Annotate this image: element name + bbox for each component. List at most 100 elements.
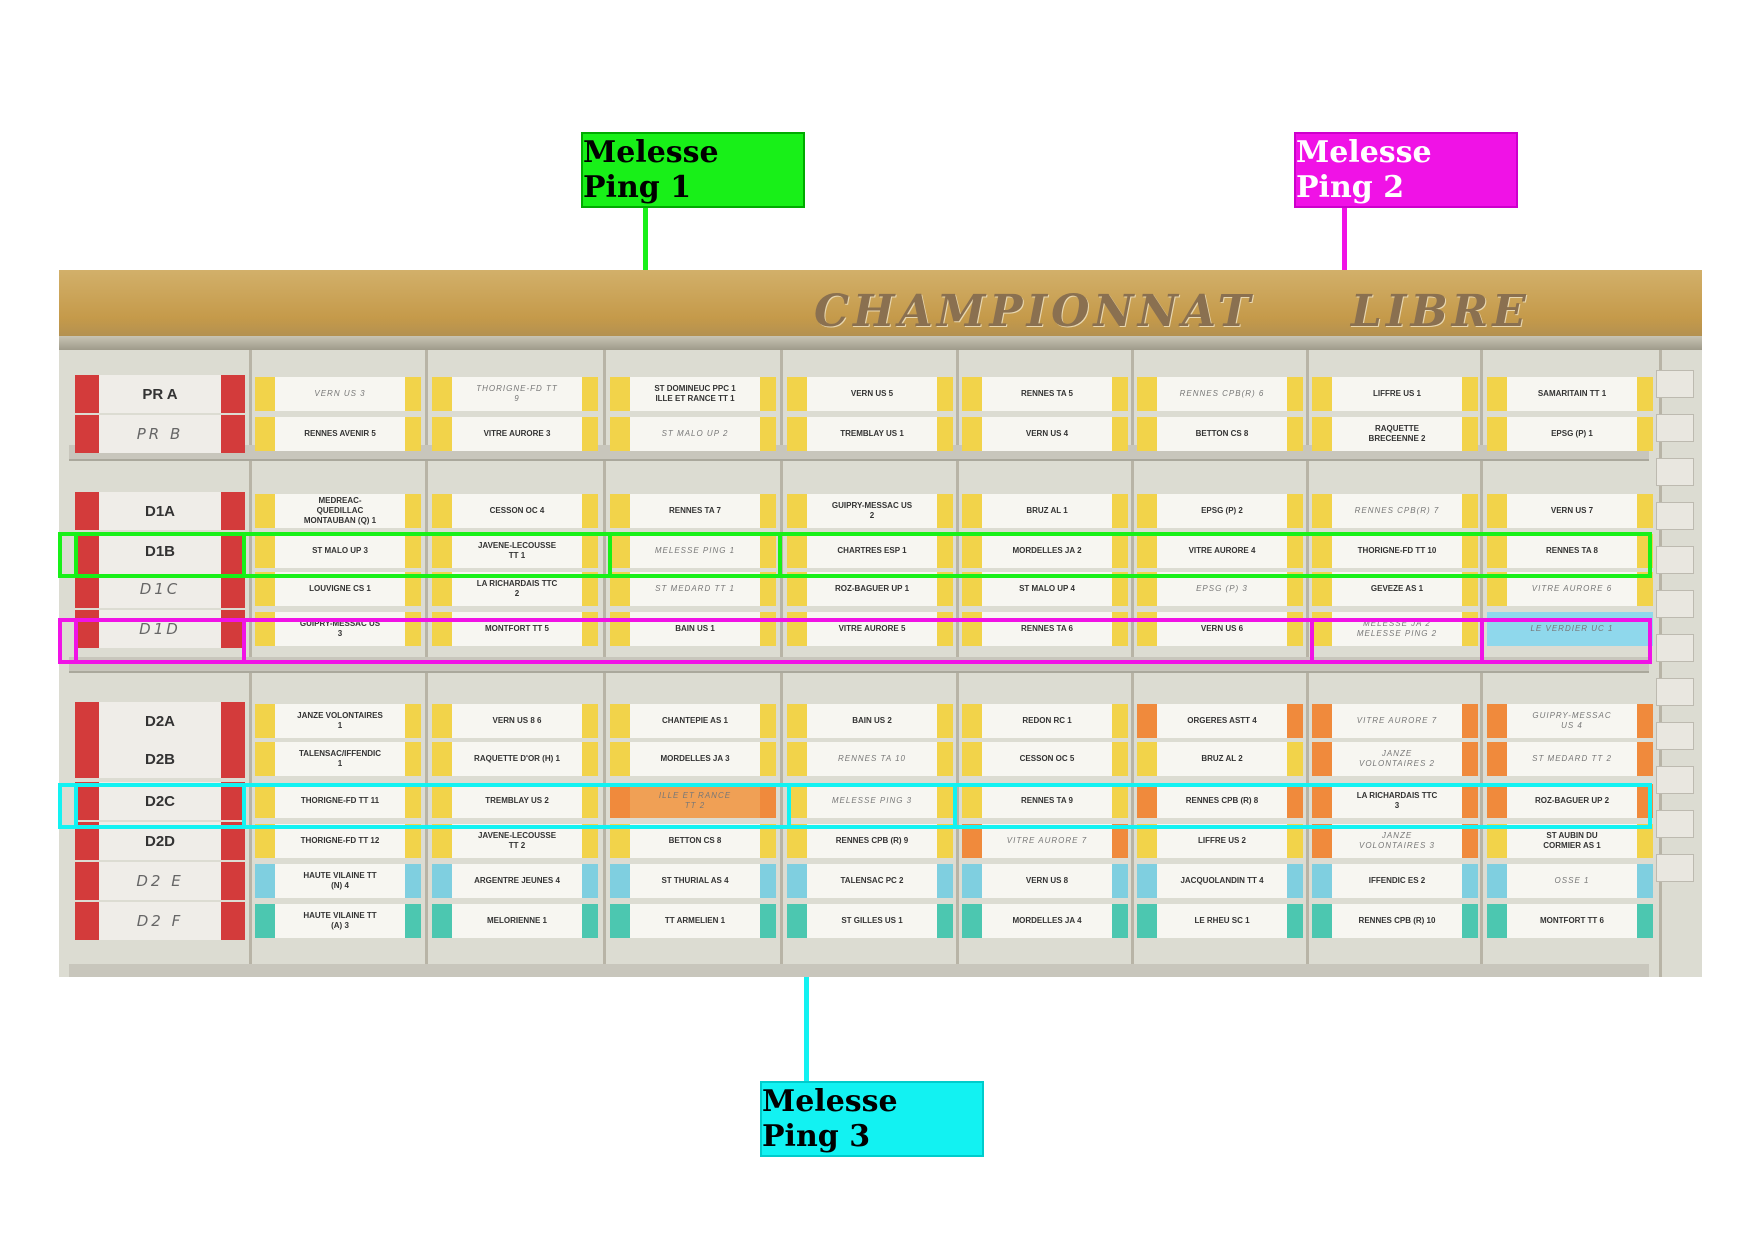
highlight-row-d1b (58, 532, 1652, 578)
team-slip: RENNES CPB(R) 6 (1137, 377, 1303, 411)
team-slip: MORDELLES JA 2 (962, 534, 1128, 568)
team-slip: RENNES CPB (R) 8 (1137, 784, 1303, 818)
team-slip: ARGENTRE JEUNES 4 (432, 864, 598, 898)
board-header: CHAMPIONNAT LIBRE (59, 270, 1702, 350)
team-slip: GUIPRY-MESSAC US 2 (787, 494, 953, 528)
side-tab (1656, 370, 1694, 398)
division-card: PR B (75, 415, 245, 453)
team-slip: ST MEDARD TT 2 (1487, 742, 1653, 776)
highlight-melesse-ping-1 (608, 532, 782, 578)
team-slip: VITRE AURORE 4 (1137, 534, 1303, 568)
team-slip: MELESSE PING 1 (610, 534, 776, 568)
team-slip: VERN US 6 (1137, 612, 1303, 646)
division-card: D1A (75, 492, 245, 530)
team-slip: ST MALO UP 2 (610, 417, 776, 451)
side-tab (1656, 458, 1694, 486)
division-card: D1D (75, 610, 245, 648)
side-tab (1656, 634, 1694, 662)
team-slip: MORDELLES JA 3 (610, 742, 776, 776)
division-card: D2A (75, 702, 245, 740)
team-slip: RENNES CPB(R) 7 (1312, 494, 1478, 528)
team-slip: RAQUETTE BRECEENNE 2 (1312, 417, 1478, 451)
team-slip: JAVENE-LECOUSSE TT 2 (432, 824, 598, 858)
team-slip: LIFFRE US 2 (1137, 824, 1303, 858)
team-slip: BRUZ AL 2 (1137, 742, 1303, 776)
team-slip: ROZ-BAGUER UP 2 (1487, 784, 1653, 818)
team-slip: EPSG (P) 2 (1137, 494, 1303, 528)
division-card: D1B (75, 532, 245, 570)
division-card: D2C (75, 782, 245, 820)
highlight-card-d1d (74, 618, 246, 664)
division-card: D2 F (75, 902, 245, 940)
team-slip: RENNES CPB (R) 10 (1312, 904, 1478, 938)
team-slip: IFFENDIC ES 2 (1312, 864, 1478, 898)
team-slip: ST AUBIN DU CORMIER AS 1 (1487, 824, 1653, 858)
team-slip: TREMBLAY US 2 (432, 784, 598, 818)
team-slip: ST THURIAL AS 4 (610, 864, 776, 898)
team-slip: JANZE VOLONTAIRES 1 (255, 704, 421, 738)
team-slip: VITRE AURORE 3 (432, 417, 598, 451)
team-slip: RENNES CPB (R) 9 (787, 824, 953, 858)
division-card: PR A (75, 375, 245, 413)
team-slip: ORGERES ASTT 4 (1137, 704, 1303, 738)
shelf (69, 964, 1649, 977)
team-slip: GUIPRY-MESSAC US 4 (1487, 704, 1653, 738)
team-slip: THORIGNE-FD TT 11 (255, 784, 421, 818)
callout-melesse-ping-1: Melesse Ping 1 (581, 132, 805, 208)
team-slip: TT ARMELIEN 1 (610, 904, 776, 938)
team-slip: ST DOMINEUC PPC 1 ILLE ET RANCE TT 1 (610, 377, 776, 411)
team-slip: MELESSE JA 2 MELESSE PING 2 (1312, 612, 1478, 646)
side-tab (1656, 546, 1694, 574)
team-slip: TALENSAC/IFFENDIC 1 (255, 742, 421, 776)
team-slip: VERN US 8 (962, 864, 1128, 898)
team-slip: THORIGNE-FD TT 9 (432, 377, 598, 411)
highlight-melesse-ping-3 (787, 783, 957, 829)
column-separator (1659, 350, 1662, 977)
team-slip: RENNES TA 9 (962, 784, 1128, 818)
division-card: D2 E (75, 862, 245, 900)
team-slip: JANZE VOLONTAIRES 2 (1312, 742, 1478, 776)
team-slip: JAVENE-LECOUSSE TT 1 (432, 534, 598, 568)
callout-melesse-ping-3: Melesse Ping 3 (760, 1081, 984, 1157)
side-tab (1656, 766, 1694, 794)
team-slip: MELESSE PING 3 (787, 784, 953, 818)
team-slip: RENNES AVENIR 5 (255, 417, 421, 451)
callout-melesse-ping-2: Melesse Ping 2 (1294, 132, 1518, 208)
team-slip: THORIGNE-FD TT 12 (255, 824, 421, 858)
team-slip: RAQUETTE D'OR (H) 1 (432, 742, 598, 776)
team-slip: LIFFRE US 1 (1312, 377, 1478, 411)
team-slip: MONTFORT TT 6 (1487, 904, 1653, 938)
team-slip: CHANTEPIE AS 1 (610, 704, 776, 738)
team-slip: VITRE AURORE 7 (1312, 704, 1478, 738)
team-slip: MEDREAC-QUEDILLAC MONTAUBAN (Q) 1 (255, 494, 421, 528)
team-slip: CHARTRES ESP 1 (787, 534, 953, 568)
team-slip: EPSG (P) 1 (1487, 417, 1653, 451)
side-tab (1656, 854, 1694, 882)
team-slip: JANZE VOLONTAIRES 3 (1312, 824, 1478, 858)
team-slip: CESSON OC 5 (962, 742, 1128, 776)
team-slip: ST GILLES US 1 (787, 904, 953, 938)
team-slip: MORDELLES JA 4 (962, 904, 1128, 938)
side-tab (1656, 590, 1694, 618)
team-slip: TALENSAC PC 2 (787, 864, 953, 898)
board-rail (59, 336, 1702, 350)
side-tab (1656, 502, 1694, 530)
division-card: D2B (75, 740, 245, 778)
team-slip: BRUZ AL 1 (962, 494, 1128, 528)
team-slip: VERN US 4 (962, 417, 1128, 451)
team-slip: VITRE AURORE 7 (962, 824, 1128, 858)
side-tab (1656, 810, 1694, 838)
team-slip: REDON RC 1 (962, 704, 1128, 738)
team-slip: JACQUOLANDIN TT 4 (1137, 864, 1303, 898)
team-slip: VERN US 5 (787, 377, 953, 411)
highlight-melesse-ping-2 (1310, 618, 1484, 664)
team-slip: MELORIENNE 1 (432, 904, 598, 938)
team-slip: RENNES TA 5 (962, 377, 1128, 411)
board-title: CHAMPIONNAT LIBRE (814, 286, 1530, 337)
team-slip: BETTON CS 8 (610, 824, 776, 858)
team-slip: VERN US 3 (255, 377, 421, 411)
side-tab (1656, 678, 1694, 706)
team-slip: BETTON CS 8 (1137, 417, 1303, 451)
team-slip: LE RHEU SC 1 (1137, 904, 1303, 938)
